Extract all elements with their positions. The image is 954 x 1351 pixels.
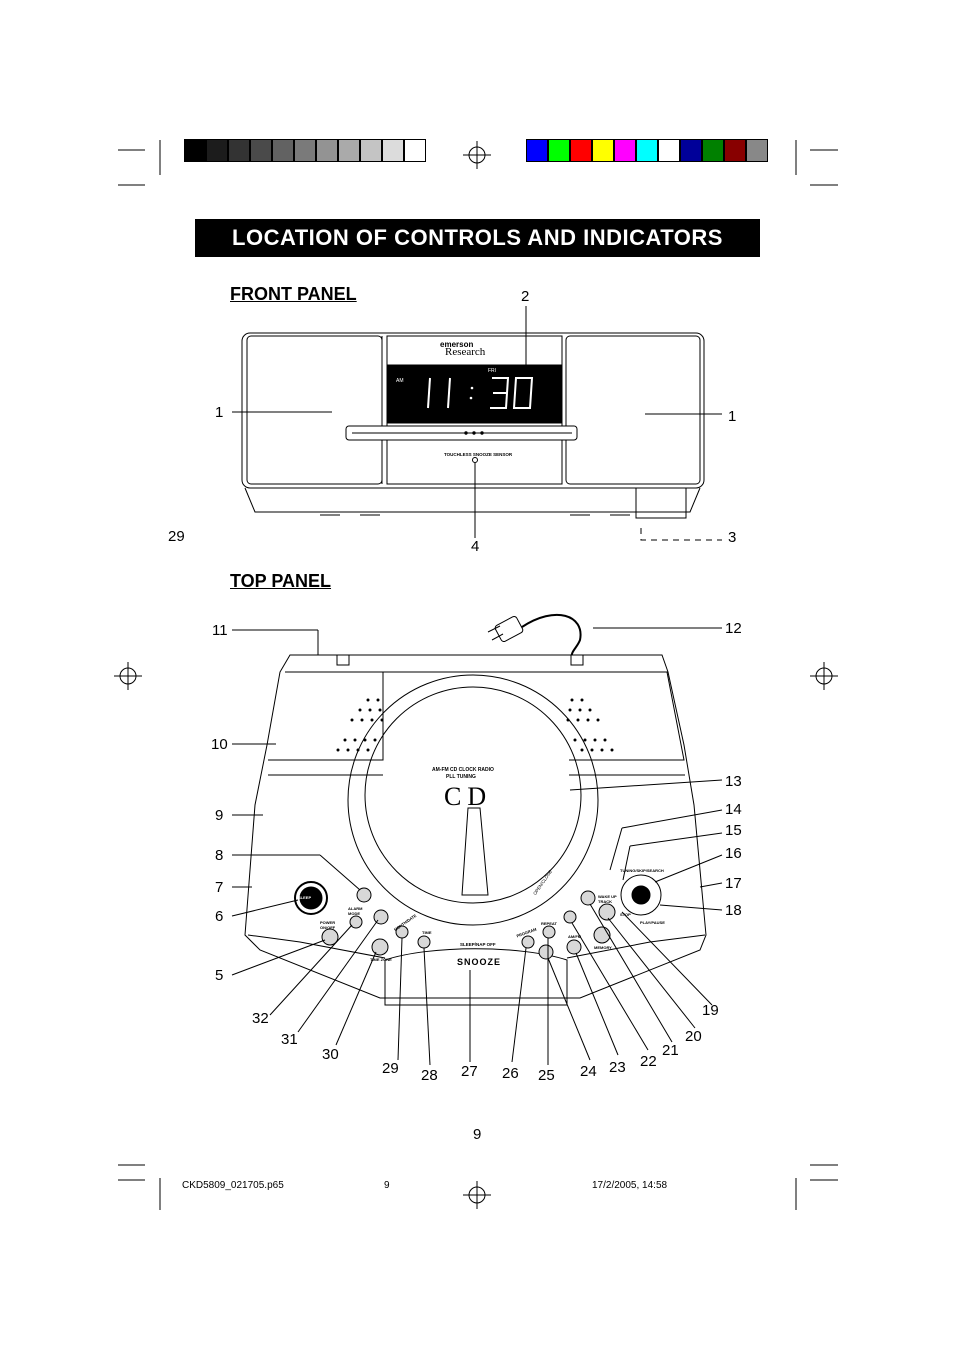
stop-label: STOP bbox=[620, 912, 631, 917]
callout-2: 2 bbox=[521, 288, 530, 305]
color-swatch bbox=[338, 139, 360, 162]
grayscale-bar bbox=[184, 139, 426, 162]
callout-6: 6 bbox=[215, 908, 224, 925]
color-swatch bbox=[184, 139, 206, 162]
color-swatch bbox=[316, 139, 338, 162]
brand-top: emerson bbox=[440, 340, 474, 349]
color-swatch bbox=[658, 139, 680, 162]
callout-32: 32 bbox=[252, 1010, 269, 1027]
callout-30: 30 bbox=[322, 1046, 339, 1063]
footer-page: 9 bbox=[384, 1180, 390, 1191]
callout-22: 22 bbox=[640, 1053, 657, 1070]
front-panel-title: FRONT PANEL bbox=[230, 284, 357, 304]
time-label: TIME bbox=[422, 930, 432, 935]
power-label: POWER ON/OFF bbox=[320, 920, 336, 930]
color-swatch bbox=[526, 139, 548, 162]
callout-7: 7 bbox=[215, 879, 224, 896]
callout-24: 24 bbox=[580, 1063, 597, 1080]
am-fm-label: AM/FM bbox=[568, 934, 582, 939]
callout-17: 17 bbox=[725, 875, 742, 892]
sensor-label: TOUCHLESS SNOOZE SENSOR bbox=[444, 452, 513, 457]
time-zone-label: TIME ZONE bbox=[370, 957, 392, 962]
color-swatch bbox=[404, 139, 426, 162]
callout-26: 26 bbox=[502, 1065, 519, 1082]
color-swatch bbox=[746, 139, 768, 162]
callout-12: 12 bbox=[725, 620, 742, 637]
callout-10: 10 bbox=[211, 736, 228, 753]
cd-caption-1: AM-FM CD CLOCK RADIO bbox=[432, 767, 494, 773]
sleep-button[interactable]: SLEEP bbox=[298, 895, 312, 900]
callout-20: 20 bbox=[685, 1028, 702, 1045]
color-swatch bbox=[360, 139, 382, 162]
callout-28: 28 bbox=[421, 1067, 438, 1084]
tuning-label: TUNING/SKIP/SEARCH bbox=[620, 868, 664, 873]
callout-14: 14 bbox=[725, 801, 742, 818]
callout-5: 5 bbox=[215, 967, 224, 984]
callout-25: 25 bbox=[538, 1067, 555, 1084]
wake-up-track-label: WAKE UP TRACK bbox=[598, 894, 617, 904]
display-digits bbox=[427, 377, 534, 409]
display-day: FRI bbox=[488, 368, 497, 374]
color-swatch bbox=[614, 139, 636, 162]
color-swatch bbox=[228, 139, 250, 162]
color-swatch bbox=[294, 139, 316, 162]
color-swatch bbox=[592, 139, 614, 162]
alarm-mode-label: ALARM MODE bbox=[348, 906, 363, 916]
color-swatch bbox=[206, 139, 228, 162]
footer-file: CKD5809_021705.p65 bbox=[182, 1180, 284, 1191]
color-swatch bbox=[548, 139, 570, 162]
color-swatch bbox=[250, 139, 272, 162]
margin-number: 29 bbox=[168, 528, 185, 545]
callout-3: 3 bbox=[728, 529, 737, 546]
color-swatch bbox=[382, 139, 404, 162]
page-title-banner: LOCATION OF CONTROLS AND INDICATORS bbox=[195, 219, 760, 257]
repeat-label: REPEAT bbox=[541, 921, 557, 926]
color-swatch bbox=[724, 139, 746, 162]
callout-23: 23 bbox=[609, 1059, 626, 1076]
callout-16: 16 bbox=[725, 845, 742, 862]
callout-11: 11 bbox=[212, 622, 228, 639]
callout-31: 31 bbox=[281, 1031, 298, 1048]
registration-targets bbox=[114, 141, 838, 1209]
callout-4: 4 bbox=[471, 538, 480, 555]
callout-1-right: 1 bbox=[728, 408, 737, 425]
color-bar bbox=[526, 139, 768, 162]
snooze-button[interactable]: SNOOZE bbox=[457, 957, 502, 967]
play-pause-label: PLAY/PAUSE bbox=[640, 920, 665, 925]
callout-21: 21 bbox=[662, 1042, 679, 1059]
page-title: LOCATION OF CONTROLS AND INDICATORS bbox=[232, 225, 723, 250]
callout-1-left: 1 bbox=[215, 404, 224, 421]
color-swatch bbox=[702, 139, 724, 162]
footer-date: 17/2/2005, 14:58 bbox=[592, 1180, 668, 1191]
callout-29: 29 bbox=[382, 1060, 399, 1077]
callout-18: 18 bbox=[725, 902, 742, 919]
cd-logo: CD bbox=[444, 782, 493, 811]
callout-15: 15 bbox=[725, 822, 742, 839]
page-number: 9 bbox=[473, 1126, 482, 1143]
callout-13: 13 bbox=[725, 773, 742, 790]
color-swatch bbox=[272, 139, 294, 162]
color-swatch bbox=[636, 139, 658, 162]
brand-logo: Research bbox=[445, 346, 486, 358]
callout-19: 19 bbox=[702, 1002, 719, 1019]
sleep-nap-off-label: SLEEP/NAP OFF bbox=[460, 942, 496, 947]
callout-8: 8 bbox=[215, 847, 224, 864]
display-ampm: AM bbox=[396, 378, 404, 384]
cd-caption-2: PLL TUNING bbox=[446, 774, 476, 780]
callout-9: 9 bbox=[215, 807, 224, 824]
color-swatch bbox=[680, 139, 702, 162]
color-swatch bbox=[570, 139, 592, 162]
callout-27: 27 bbox=[461, 1063, 478, 1080]
top-panel-title: TOP PANEL bbox=[230, 571, 332, 591]
memory-label: MEMORY bbox=[594, 945, 612, 950]
